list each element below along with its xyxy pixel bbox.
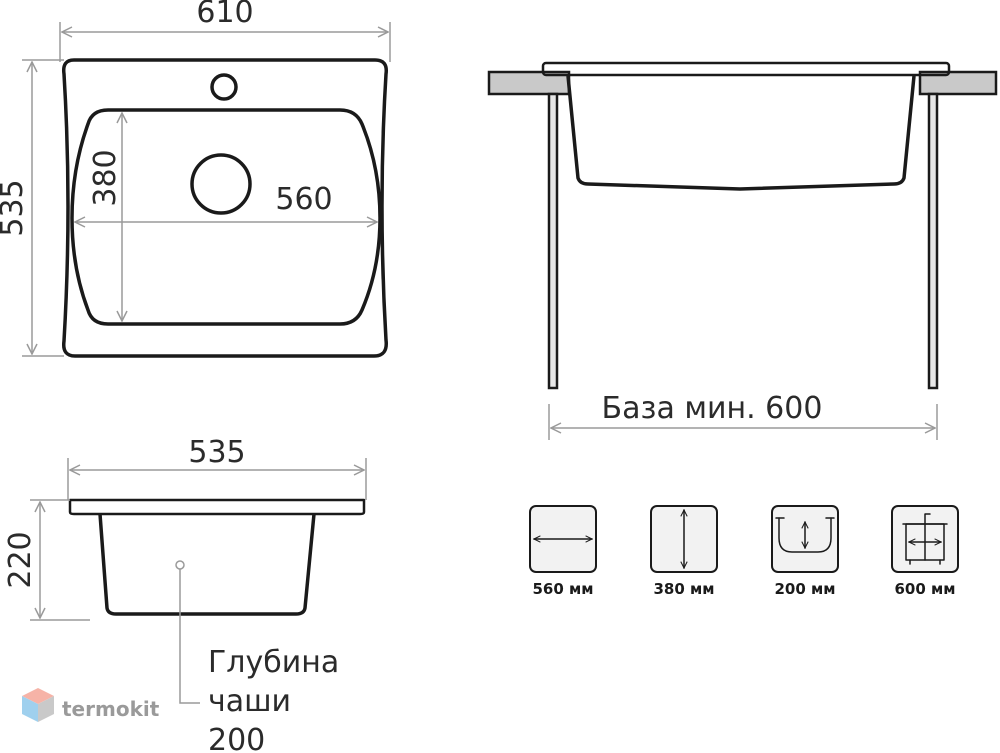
bowl-width-icon-label: 560 мм	[532, 580, 593, 598]
top-width-label: 610	[196, 0, 253, 30]
side-view: 535 220 Глубина чаши 200	[3, 435, 367, 753]
depth-caption-line1: Глубина	[208, 645, 339, 680]
bowl-length-icon	[650, 505, 718, 573]
bowl-top-outline	[70, 108, 382, 326]
bowl-width-icon	[529, 505, 597, 573]
sink-rim-front	[541, 61, 951, 77]
base-label: База мин. 600	[602, 391, 823, 426]
cabinet-base-icon-label: 600 мм	[894, 580, 955, 598]
side-width-label: 535	[188, 435, 245, 470]
drain-hole	[190, 153, 252, 215]
bowl-front-outline	[566, 75, 916, 191]
top-view: 610 535 560 380	[0, 0, 391, 358]
front-view: База мин. 600	[487, 61, 998, 440]
depth-caption-line3: 200	[208, 723, 265, 753]
tap-hole	[210, 73, 238, 101]
logo-cube-right	[38, 696, 54, 722]
depth-caption-line2: чаши	[208, 684, 291, 719]
bowl-depth-icon-label: 200 мм	[774, 580, 835, 598]
top-height-label: 535	[0, 179, 30, 236]
brand-name: termokit	[62, 697, 160, 721]
bowl-depth-icon	[771, 505, 839, 573]
spec-icons: 560 мм 380 мм 200 мм 600 мм	[529, 505, 959, 598]
termokit-logo	[22, 688, 54, 722]
bowl-height-label: 380	[88, 149, 123, 206]
sink-top-outline	[61, 58, 389, 358]
countertop-right	[918, 70, 998, 96]
bowl-length-icon-label: 380 мм	[653, 580, 714, 598]
cabinet-leg-left	[547, 92, 559, 390]
bowl-side-outline	[98, 513, 316, 616]
bowl-width-label: 560	[275, 182, 332, 217]
cabinet-leg-right	[927, 92, 939, 390]
sink-rim-side	[68, 498, 366, 516]
side-height-label: 220	[3, 531, 38, 588]
cabinet-base-icon	[891, 505, 959, 573]
depth-leader	[179, 569, 200, 704]
depth-marker	[175, 560, 185, 570]
logo-cube-left	[22, 696, 38, 722]
